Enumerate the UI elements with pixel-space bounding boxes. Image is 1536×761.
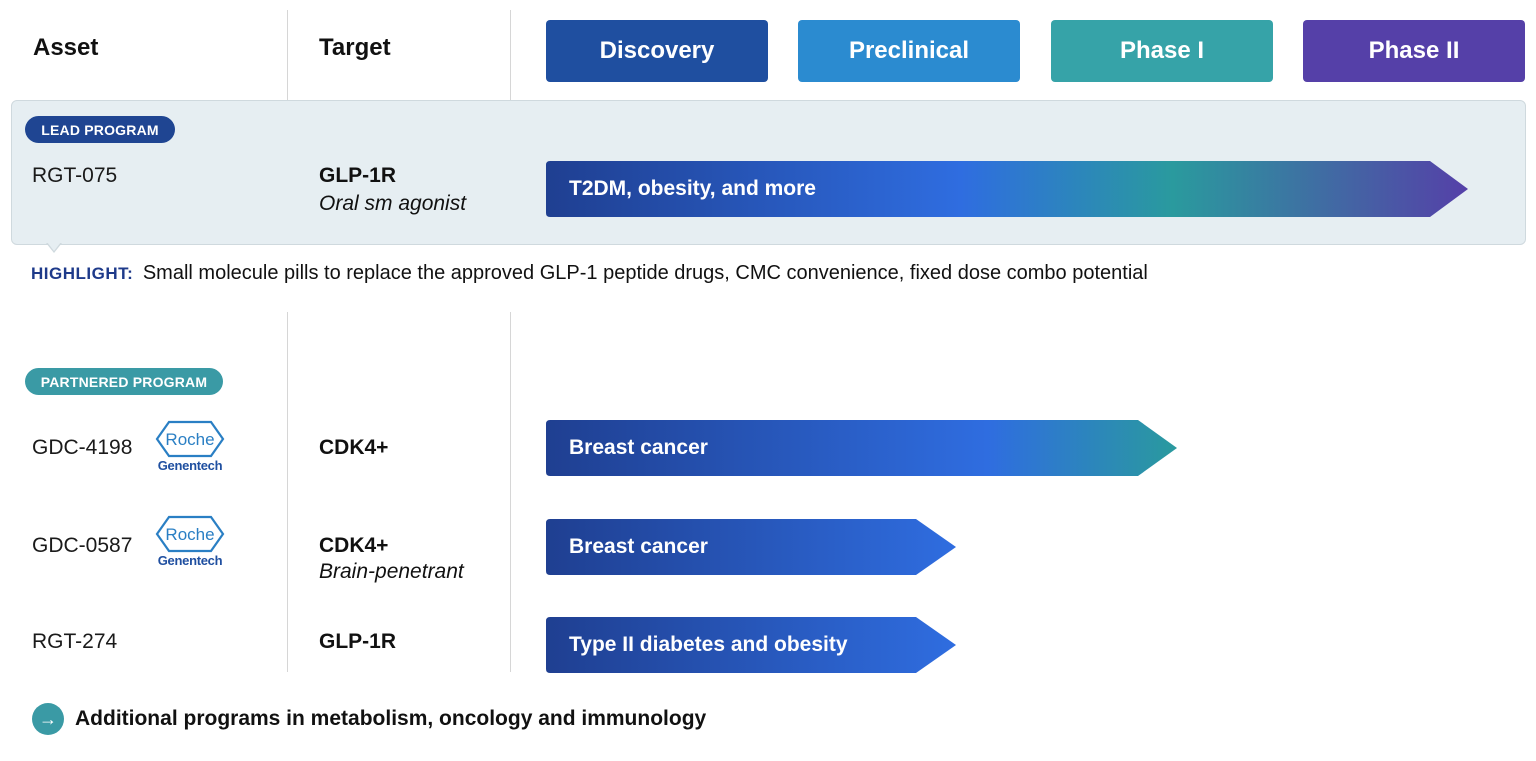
partnered-indication-bar: Breast cancer [546, 420, 1179, 476]
phase-preclinical-header: Preclinical [798, 20, 1020, 82]
partnered-indication-bar: Type II diabetes and obesity [546, 617, 958, 673]
partnered-asset-name: RGT-274 [32, 630, 118, 653]
roche-hexagon-icon: Roche [155, 515, 225, 553]
highlight-line: HIGHLIGHT: Small molecule pills to repla… [31, 262, 1148, 285]
lead-indication-bar: T2DM, obesity, and more [546, 161, 1470, 217]
additional-programs-text: Additional programs in metabolism, oncol… [75, 707, 707, 730]
divider-asset-target-top [287, 10, 288, 100]
divider-target-phases-bottom [510, 312, 511, 672]
target-column-header: Target [319, 34, 391, 61]
highlight-text: Small molecule pills to replace the appr… [142, 262, 1148, 284]
partnered-target-subtitle: Brain-penetrant [319, 560, 464, 583]
partnered-target-name: CDK4+ [319, 534, 389, 557]
divider-asset-target-bottom [287, 312, 288, 672]
partnered-indication-bar: Breast cancer [546, 519, 958, 575]
partnered-bar-arrow-shape [546, 420, 1177, 476]
svg-text:Roche: Roche [165, 430, 214, 449]
roche-hexagon-icon: Roche [155, 420, 225, 458]
divider-target-phases-top [510, 10, 511, 100]
lead-target-subtitle: Oral sm agonist [319, 192, 467, 215]
phase-2-header: Phase II [1303, 20, 1525, 82]
highlight-key: HIGHLIGHT: [31, 264, 134, 283]
lead-program-badge: LEAD PROGRAM [25, 116, 175, 143]
partnered-indication-label: Type II diabetes and obesity [569, 633, 848, 656]
roche-genentech-logo: Roche Genentech [151, 420, 229, 482]
partnered-bar-arrow-shape [546, 617, 956, 673]
arrow-right-icon[interactable]: → [32, 703, 64, 735]
lead-panel-pointer-fill [47, 242, 61, 251]
partnered-indication-label: Breast cancer [569, 535, 708, 558]
lead-target-name: GLP-1R [319, 164, 397, 187]
partnered-program-badge: PARTNERED PROGRAM [25, 368, 223, 395]
phase-discovery-header: Discovery [546, 20, 768, 82]
partnered-indication-label: Breast cancer [569, 436, 708, 459]
phase-1-header: Phase I [1051, 20, 1273, 82]
genentech-wordmark: Genentech [157, 553, 223, 568]
partnered-bar-arrow-shape [546, 519, 956, 575]
partnered-target-name: CDK4+ [319, 436, 389, 459]
lead-asset-name: RGT-075 [32, 164, 118, 187]
asset-column-header: Asset [33, 34, 99, 61]
svg-text:Roche: Roche [165, 525, 214, 544]
partnered-asset-name: GDC-4198 [32, 436, 133, 459]
lead-indication-label: T2DM, obesity, and more [569, 177, 816, 200]
genentech-wordmark: Genentech [157, 458, 223, 473]
additional-programs-link[interactable]: → Additional programs in metabolism, onc… [32, 703, 706, 735]
partnered-asset-name: GDC-0587 [32, 534, 133, 557]
roche-genentech-logo: Roche Genentech [151, 515, 229, 577]
lead-bar-arrow-shape [546, 161, 1468, 217]
partnered-target-name: GLP-1R [319, 630, 397, 653]
